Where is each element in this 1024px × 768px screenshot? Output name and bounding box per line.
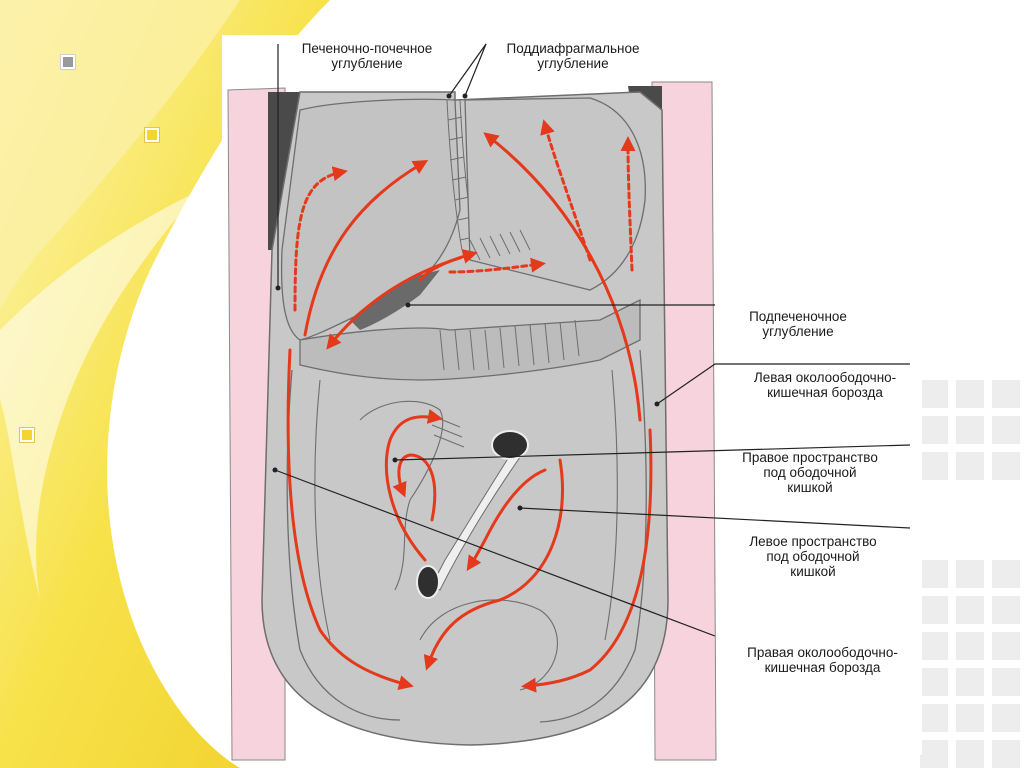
arrow-left-lateral-dotted xyxy=(620,136,636,272)
label-line: углубление xyxy=(331,56,403,71)
arrow-left-upper-dotted xyxy=(540,119,592,262)
label-line: кишечная борозда xyxy=(767,385,883,400)
label-line: углубление xyxy=(537,56,609,71)
arrow-left-infra xyxy=(423,458,564,671)
gray-square-bullet-icon xyxy=(61,55,75,69)
label-right-inframesocolic-space: Правое пространство под ободочной кишкой xyxy=(720,450,900,495)
label-line: Печеночно-почечное xyxy=(301,41,433,56)
arrow-lesser-sac xyxy=(448,257,546,274)
stomach xyxy=(464,97,646,291)
label-line: углубление xyxy=(762,324,834,339)
leader-right-inframesocolic xyxy=(394,444,911,461)
arrow-right-infra-inner xyxy=(392,453,437,522)
arrow-lesser-sac-up xyxy=(418,249,478,282)
label-line: Правое пространство xyxy=(742,450,878,465)
leader-right-paracolic xyxy=(274,469,716,637)
dark-recess xyxy=(268,92,300,250)
label-line: Правая околоободочно- xyxy=(747,645,898,660)
label-line: Поддиафрагмальное xyxy=(506,41,640,56)
arrow-right-gutter-down xyxy=(286,348,414,690)
fluid-flow-arrows xyxy=(286,119,653,693)
label-left-inframesocolic-space: Левое пространство под ободочной кишкой xyxy=(723,534,903,579)
descending-colon xyxy=(539,349,647,723)
sigmoid-outline xyxy=(419,599,558,691)
arrow-liver-surface xyxy=(303,159,429,337)
label-line: под ободочной xyxy=(763,465,857,480)
small-bowel-outline xyxy=(359,400,444,591)
transverse-mesocolon xyxy=(439,319,580,371)
leader-subphrenic-2 xyxy=(464,43,487,97)
subhepatic-pocket xyxy=(350,270,440,330)
ascending-colon-inner xyxy=(314,379,331,641)
transverse-colon xyxy=(299,298,641,381)
label-line: Подпеченочное xyxy=(749,309,847,324)
label-line: кишечная борозда xyxy=(764,660,881,675)
light-swoosh-shape xyxy=(0,0,240,310)
descending-colon-inner xyxy=(604,369,618,641)
ileocecal-cut xyxy=(416,565,440,599)
label-left-paracolic-gutter: Левая околоободочно- кишечная борозда xyxy=(730,370,920,400)
arrow-left-subphrenic xyxy=(483,132,642,422)
arrow-right-infra-spiral xyxy=(384,409,443,562)
yellow-square-bullet-icon xyxy=(20,428,34,442)
arrow-left-infra-inner xyxy=(466,468,547,571)
arrow-right-gutter-up xyxy=(293,166,348,312)
mesentery-root xyxy=(431,439,526,591)
label-subphrenic-recess: Поддиафрагмальное углубление xyxy=(488,41,658,71)
label-line: Левая околоободочно- xyxy=(753,370,897,385)
leader-left-paracolic xyxy=(656,363,910,405)
label-line: Левое пространство xyxy=(749,534,877,549)
leader-subphrenic-1 xyxy=(448,43,487,97)
label-line: кишкой xyxy=(790,564,836,579)
label-subhepatic-recess: Подпеченочное углубление xyxy=(723,309,873,339)
white-curve-shape xyxy=(0,190,200,600)
label-right-paracolic-gutter: Правая околоободочно- кишечная борозда xyxy=(720,645,925,675)
leader-left-inframesocolic xyxy=(519,507,911,529)
arrow-left-gutter-down xyxy=(521,428,653,693)
gray-tile-pattern xyxy=(920,380,1020,768)
leader-dots xyxy=(272,93,660,511)
leader-lines xyxy=(274,43,911,637)
label-line: под ободочной xyxy=(766,549,860,564)
duodenojejunal-cut xyxy=(491,430,529,460)
label-hepatorenal-recess: Печеночно-почечное углубление xyxy=(282,41,452,71)
yellow-square-bullet-icon xyxy=(145,128,159,142)
label-line: кишкой xyxy=(787,480,833,495)
